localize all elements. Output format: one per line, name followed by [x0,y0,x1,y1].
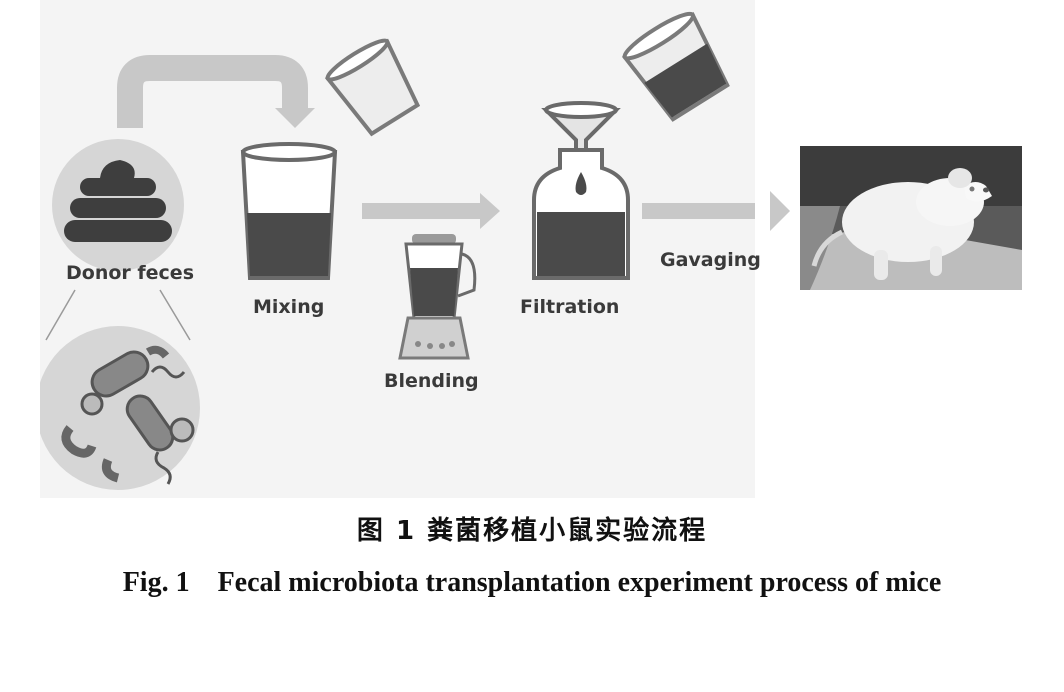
curved-arrow-head [275,108,315,128]
mouse-photo [800,146,1022,290]
label-donor-feces: Donor feces [66,262,194,284]
curved-arrow [117,55,308,128]
arrow-head-gavage [770,191,790,231]
label-filtration: Filtration [520,296,620,318]
label-blending: Blending [384,370,479,392]
label-mixing: Mixing [253,296,325,318]
tilted-glass-icon [324,38,421,137]
tilted-glass-dark-icon [621,11,730,122]
bacteria-circle [40,326,200,490]
figure-caption-chinese: 图 1 粪菌移植小鼠实验流程 [356,516,708,546]
process-diagram: Donor feces Mixing Blending Filtration G… [40,0,761,498]
zoom-line [159,289,191,341]
mouse-icon [811,168,992,280]
feces-icon [64,160,172,242]
filtration-bottle-icon [532,101,630,280]
bacteria-icon [61,345,195,485]
arrow-head [480,193,500,229]
arrow-shaft [362,203,482,219]
arrow-shaft-gavage [642,203,755,219]
figure-caption-english: Fig. 1 Fecal microbiota transplantation … [122,567,942,598]
label-gavaging: Gavaging [660,249,761,271]
zoom-line [45,289,76,341]
blender-icon [398,234,477,360]
mixing-beaker-icon [240,142,338,280]
diagram-graphics [40,11,755,490]
